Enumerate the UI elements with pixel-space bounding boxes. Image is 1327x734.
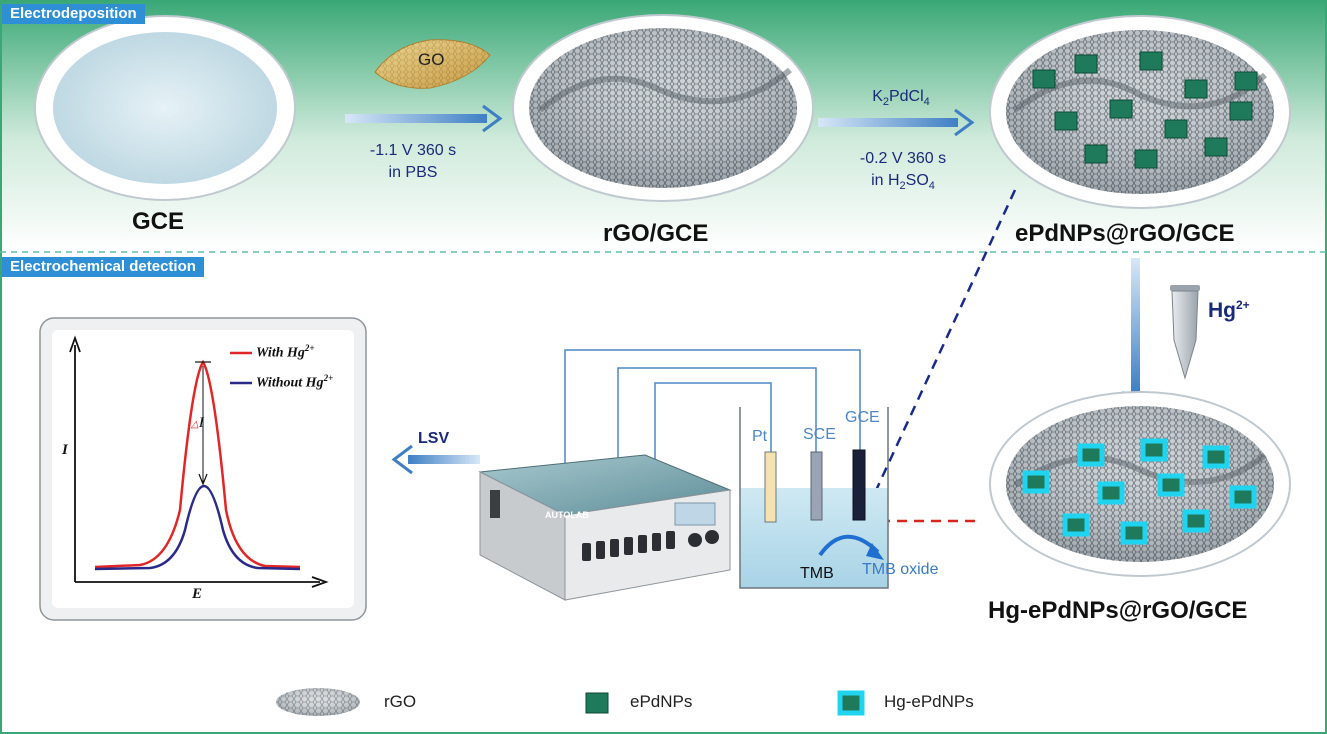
legend-epdnps-swatch — [585, 692, 609, 714]
epdnp-particle — [1234, 71, 1258, 91]
autolab-brand: AUTOLAB — [545, 510, 589, 520]
legend-with-hg: With Hg2+ — [256, 343, 315, 361]
hg-epdnp-particle — [1157, 473, 1185, 497]
without-hg-curve — [94, 484, 301, 571]
hg-epdnp-particle — [1140, 438, 1168, 462]
legend-epdnps-label: ePdNPs — [630, 692, 693, 711]
hg-epdnp-particle — [1120, 521, 1148, 545]
hg-epdnps-title: Hg-ePdNPs@rGO/GCE — [988, 597, 1248, 624]
epdnp-particle — [1074, 54, 1098, 74]
rgo-gce-electrode — [512, 14, 814, 202]
lsv-plot-panel — [39, 317, 367, 621]
go-flake-icon — [374, 39, 491, 89]
section-label-electrodeposition: Electrodeposition — [2, 4, 145, 24]
hg-epdnp-particle — [1182, 509, 1210, 533]
hg-epdnps-rgo-gce-electrode — [989, 391, 1291, 577]
hg-epdnp-particle — [1077, 443, 1105, 467]
legend-hg-epdnps-label: Hg-ePdNPs — [884, 692, 974, 711]
hg-epdnp-particle — [1202, 445, 1230, 469]
sce-electrode — [810, 451, 823, 521]
wires — [564, 349, 861, 470]
epdnp-particle — [1229, 101, 1253, 121]
dashed-connector-blue — [864, 189, 1017, 513]
epdnps-rgo-gce-electrode — [989, 15, 1291, 209]
hg-epdnp-particle — [1229, 485, 1257, 509]
hg-ion-label: Hg2+ — [1208, 298, 1250, 322]
lsv-label: LSV — [418, 430, 450, 447]
gce-title: GCE — [132, 208, 185, 235]
arrow-epd-to-hg — [1120, 258, 1151, 411]
epdnp-particle — [1084, 144, 1108, 164]
delta-i-label: △I — [191, 415, 204, 431]
epdnp-particle — [1032, 69, 1056, 89]
gce-cell-label: GCE — [845, 409, 880, 426]
legend-rgo-swatch — [276, 688, 360, 716]
x-axis-label: E — [192, 586, 203, 602]
step2-condition: -0.2 V 360 s in H2SO4 — [859, 150, 947, 193]
epdnp-particle — [1054, 111, 1078, 131]
tmb-label: TMB — [800, 565, 834, 582]
arrow-lsv — [391, 444, 480, 475]
epdnp-particle — [1164, 119, 1188, 139]
arrow-rgo-to-epd — [818, 108, 975, 137]
step2-reagent: K2PdCl4 — [872, 88, 930, 109]
epdnp-particle — [1184, 79, 1208, 99]
gce-working-electrode — [852, 449, 866, 521]
section-label-detection: Electrochemical detection — [2, 257, 204, 277]
legend-without-hg: Without Hg2+ — [256, 373, 334, 391]
electrochemical-cell — [739, 407, 889, 589]
epdnps-title: ePdNPs@rGO/GCE — [1015, 220, 1235, 247]
step1-condition: -1.1 V 360 s in PBS — [369, 142, 457, 181]
hg-epdnp-particle — [1097, 481, 1125, 505]
legend-rgo-label: rGO — [384, 692, 417, 711]
y-axis-label: I — [62, 442, 68, 458]
gce-electrode — [34, 15, 296, 201]
hg-tube-icon — [1170, 285, 1200, 380]
sce-label: SCE — [803, 426, 836, 443]
epdnp-particle — [1204, 137, 1228, 157]
pt-label: Pt — [752, 428, 768, 445]
hg-epdnp-particle — [1022, 470, 1050, 494]
arrow-gce-to-rgo — [345, 104, 503, 133]
hg-epdnp-particle — [1062, 513, 1090, 537]
epdnp-particle — [1134, 149, 1158, 169]
go-label: GO — [418, 50, 445, 69]
legend-hg-epdnps-swatch — [837, 690, 865, 716]
epdnp-particle — [1139, 51, 1163, 71]
pt-electrode — [764, 451, 777, 523]
tmb-oxide-label: TMB oxide — [862, 561, 939, 578]
rgo-gce-title: rGO/GCE — [603, 220, 709, 247]
autolab-device — [478, 454, 732, 601]
epdnp-particle — [1109, 99, 1133, 119]
